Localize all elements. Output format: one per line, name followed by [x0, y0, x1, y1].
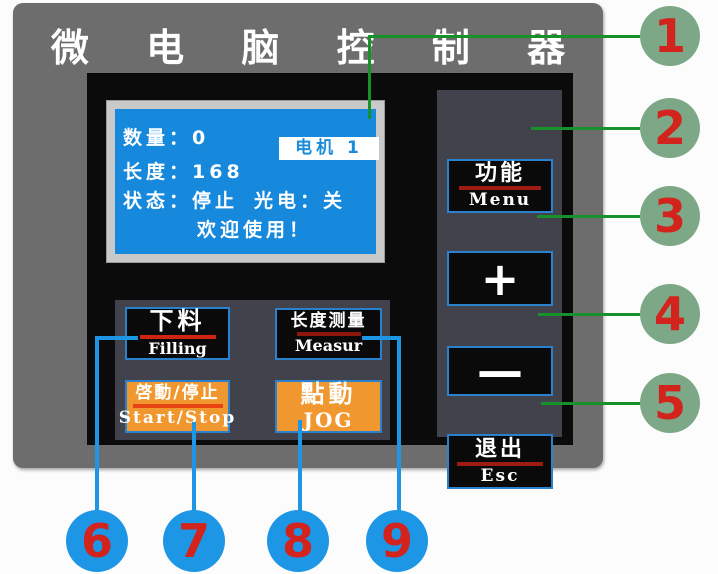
lcd-frame: 数量：0 电机 1 长度：168 状态：停止光电：关 欢迎使用！	[106, 100, 385, 263]
callout-8: 8	[267, 510, 329, 572]
esc-button-en-label: Esc	[480, 465, 520, 486]
callout-1: 1	[640, 6, 700, 66]
esc-button-cn-label: 退出	[474, 436, 525, 462]
start-stop-button-en-label: Start/Stop	[118, 408, 237, 429]
menu-underline	[459, 186, 541, 191]
callout-9-line-arm	[362, 336, 401, 340]
start-stop-button-cn-label: 啓動/停止	[135, 383, 220, 404]
controller-panel: 微 电 脑 控 制 器 数量：0 电机 1 长度：168 状态：停止光电：关 欢…	[13, 3, 603, 489]
measure-button-en-label: Measur	[294, 336, 363, 356]
callout-6-line-arm	[96, 336, 138, 340]
esc-underline	[457, 461, 543, 466]
callout-4: 4	[640, 284, 700, 344]
callout-9: 9	[366, 510, 428, 572]
callout-3: 3	[640, 186, 700, 246]
photo-value: 关	[323, 190, 347, 212]
lcd-welcome-row: 欢迎使用！	[197, 219, 313, 241]
status-value: 停止	[192, 190, 239, 212]
plus-icon: +	[480, 251, 520, 306]
callout-2-line	[531, 127, 640, 130]
quantity-value: 0	[192, 127, 210, 149]
esc-button[interactable]: 退出 Esc	[447, 434, 553, 489]
callout-1-line-drop	[368, 35, 371, 119]
filling-button-cn-label: 下料	[149, 307, 206, 336]
jog-button[interactable]: 點動 JOG	[275, 380, 382, 433]
status-label: 状态：	[123, 190, 193, 212]
length-label: 长度：	[123, 161, 193, 183]
lcd-status-row: 状态：停止光电：关	[123, 186, 346, 213]
photo-label: 光电：	[254, 190, 324, 212]
menu-button[interactable]: 功能 Menu	[447, 159, 553, 213]
plus-button[interactable]: +	[447, 251, 553, 306]
menu-button-en-label: Menu	[468, 190, 532, 211]
callout-1-line	[370, 35, 640, 38]
start-stop-underline	[132, 404, 223, 409]
quantity-label: 数量：	[123, 127, 193, 149]
filling-button-en-label: Filling	[148, 339, 207, 359]
jog-button-cn-label: 點動	[300, 379, 357, 408]
lcd-length-row: 长度：168	[123, 157, 244, 184]
lower-key-grid: 下料 Filling 长度测量 Measur 啓動/停止 Start/Stop …	[115, 300, 390, 440]
device-title: 微 电 脑 控 制 器	[50, 26, 588, 70]
callout-4-line	[538, 313, 640, 316]
callout-8-line	[298, 420, 302, 513]
callout-7-line	[192, 422, 196, 513]
callout-6-line	[95, 336, 99, 513]
start-stop-button[interactable]: 啓動/停止 Start/Stop	[119, 380, 234, 433]
filling-button[interactable]: 下料 Filling	[125, 307, 230, 360]
minus-icon: —	[477, 344, 523, 398]
motor-badge: 电机 1	[279, 137, 379, 160]
length-value: 168	[192, 161, 244, 183]
filling-underline	[139, 335, 216, 340]
measure-underline	[296, 332, 361, 337]
lcd-quantity-row: 数量：0	[123, 123, 209, 150]
callout-2: 2	[640, 98, 700, 158]
menu-button-cn-label: 功能	[474, 161, 525, 187]
jog-button-en-label: JOG	[303, 408, 354, 433]
callout-7: 7	[163, 510, 225, 572]
callout-5: 5	[640, 373, 700, 433]
callout-5-line	[541, 402, 640, 405]
callout-6: 6	[66, 510, 128, 572]
measure-button-cn-label: 长度测量	[290, 311, 367, 332]
measure-button[interactable]: 长度测量 Measur	[275, 308, 382, 360]
callout-9-line	[397, 336, 401, 513]
faceplate: 数量：0 电机 1 长度：168 状态：停止光电：关 欢迎使用！ 功能 M	[87, 73, 573, 489]
callout-3-line	[537, 215, 640, 218]
minus-button[interactable]: —	[447, 346, 553, 396]
lcd-screen: 数量：0 电机 1 长度：168 状态：停止光电：关 欢迎使用！	[115, 109, 379, 254]
